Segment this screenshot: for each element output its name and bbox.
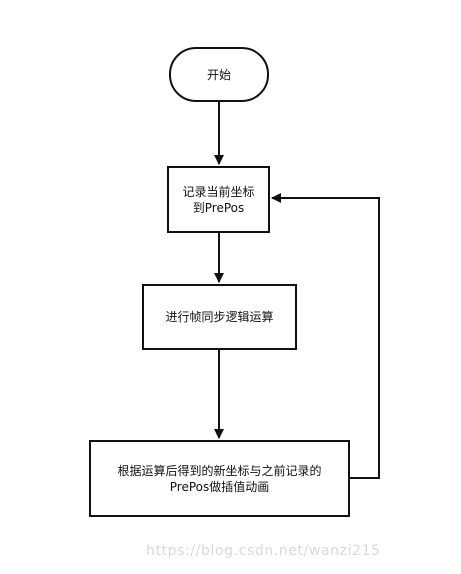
interpolation-animation-node: 根据运算后得到的新坐标与之前记录的 PrePos做插值动画 <box>89 440 350 517</box>
record-position-node: 记录当前坐标 到PrePos <box>167 166 270 233</box>
record-position-label-line1: 记录当前坐标 <box>182 184 255 199</box>
start-node-label: 开始 <box>206 67 231 82</box>
frame-sync-logic-node: 进行帧同步逻辑运算 <box>142 284 297 350</box>
start-node: 开始 <box>169 47 269 102</box>
watermark-url: https://blog.csdn.net/wanzi215 <box>146 543 381 559</box>
record-position-label-line2: 到PrePos <box>192 200 245 215</box>
frame-sync-logic-label: 进行帧同步逻辑运算 <box>165 310 274 324</box>
interpolation-label-line1: 根据运算后得到的新坐标与之前记录的 <box>117 463 322 478</box>
interpolation-label-line2: PrePos做插值动画 <box>169 479 270 494</box>
arrow-loop-interp-to-record <box>271 193 380 479</box>
